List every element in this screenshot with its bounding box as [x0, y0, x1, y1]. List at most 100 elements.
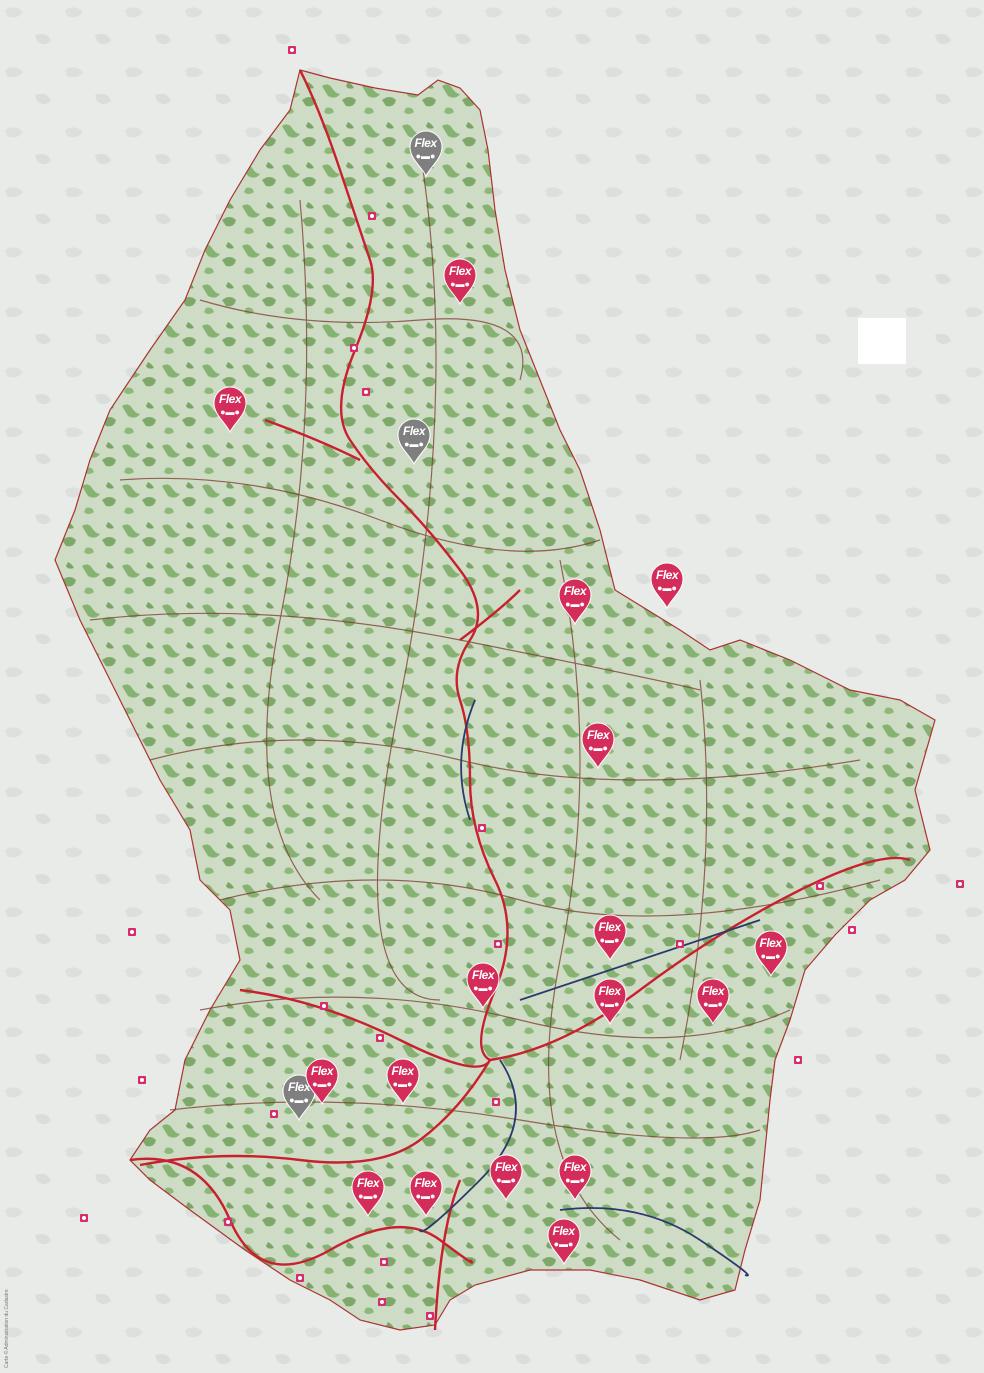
car-icon: ●▬●: [599, 935, 620, 945]
pin-label: Flex: [402, 424, 426, 438]
secondary-roads: [89, 149, 881, 1241]
road-marker-icon: [380, 1258, 388, 1266]
car-icon: ●▬●: [289, 1095, 309, 1105]
flex-station-pin-active[interactable]: Flex●▬●: [546, 1217, 582, 1266]
map-pin-icon: [385, 1058, 420, 1106]
car-icon: ●▬●: [450, 279, 470, 289]
pin-label: Flex: [448, 264, 472, 278]
map-pin-icon: [592, 978, 627, 1026]
car-icon: ●▬●: [565, 599, 585, 609]
car-icon: ●▬●: [760, 951, 781, 961]
map-pin-icon: [213, 386, 247, 434]
pin-label: Flex: [598, 984, 621, 998]
car-icon: ●▬●: [220, 407, 240, 417]
flex-station-pin-active[interactable]: Flex●▬●: [557, 1153, 593, 1202]
map-pin-icon: [592, 914, 627, 962]
flex-station-pin-active[interactable]: Flex●▬●: [442, 257, 478, 306]
car-icon: ●▬●: [599, 999, 620, 1009]
flex-station-pin-active[interactable]: Flex●▬●: [212, 385, 248, 434]
pin-label: Flex: [494, 1160, 518, 1174]
map-pin-icon: [282, 1074, 316, 1122]
map-pin-icon: [408, 130, 443, 178]
flex-station-pin-inactive[interactable]: Flex●▬●: [396, 417, 432, 466]
flex-station-pin-active[interactable]: Flex●▬●: [557, 577, 593, 626]
map-pin-icon: [558, 1154, 592, 1202]
road-marker-icon: [426, 1312, 434, 1320]
road-marker-icon: [320, 1002, 328, 1010]
pin-label: Flex: [310, 1064, 334, 1078]
road-marker-icon: [794, 1056, 802, 1064]
pin-label: Flex: [287, 1080, 311, 1094]
car-icon: ●▬●: [657, 583, 677, 593]
road-marker-icon: [138, 1076, 146, 1084]
car-icon: ●▬●: [473, 983, 493, 993]
pin-label: Flex: [759, 936, 782, 950]
flex-station-pin-active[interactable]: Flex●▬●: [408, 1169, 444, 1218]
pin-label: Flex: [563, 584, 587, 598]
road-marker-icon: [288, 46, 296, 54]
road-marker-icon: [350, 344, 358, 352]
map-pin-icon: [558, 578, 592, 626]
flex-station-pin-active[interactable]: Flex●▬●: [592, 977, 628, 1026]
map-pin-icon: [581, 722, 615, 770]
flex-station-pin-active[interactable]: Flex●▬●: [385, 1057, 421, 1106]
road-marker-icon: [816, 882, 824, 890]
map-pin-icon: [650, 562, 684, 610]
flex-station-pin-inactive[interactable]: Flex●▬●: [281, 1073, 317, 1122]
map-pin-icon: [408, 1170, 443, 1218]
map-pin-icon: [753, 930, 788, 978]
road-marker-icon: [478, 824, 486, 832]
flex-station-pin-active[interactable]: Flex●▬●: [304, 1057, 340, 1106]
pin-label: Flex: [356, 1176, 380, 1190]
road-marker-icon: [270, 1110, 278, 1118]
road-marker-icon: [848, 926, 856, 934]
car-icon: ●▬●: [404, 439, 424, 449]
flex-station-pin-active[interactable]: Flex●▬●: [465, 961, 501, 1010]
car-icon: ●▬●: [496, 1175, 516, 1185]
map-pin-icon: [466, 962, 500, 1010]
flex-station-pin-active[interactable]: Flex●▬●: [695, 977, 731, 1026]
flex-station-pin-inactive[interactable]: Flex●▬●: [408, 129, 444, 178]
car-icon: ●▬●: [312, 1079, 332, 1089]
car-icon: ●▬●: [703, 999, 723, 1009]
car-icon: ●▬●: [415, 151, 436, 161]
map-pin-icon: [351, 1170, 385, 1218]
map-credit: Carte © Administration du Cadastre: [4, 1289, 10, 1368]
pin-label: Flex: [701, 984, 725, 998]
road-marker-icon: [80, 1214, 88, 1222]
map-pin-icon: [443, 258, 477, 306]
road-marker-icon: [956, 880, 964, 888]
motorways: [419, 699, 761, 1277]
primary-roads: [129, 69, 911, 1331]
flex-station-pin-active[interactable]: Flex●▬●: [753, 929, 789, 978]
road-marker-icon: [128, 928, 136, 936]
road-marker-icon: [492, 1098, 500, 1106]
flex-station-pin-active[interactable]: Flex●▬●: [488, 1153, 524, 1202]
car-icon: ●▬●: [588, 743, 608, 753]
car-icon: ●▬●: [415, 1191, 436, 1201]
flex-station-pin-active[interactable]: Flex●▬●: [592, 913, 628, 962]
pin-label: Flex: [563, 1160, 587, 1174]
blank-legend-box: [858, 318, 906, 364]
pin-label: Flex: [586, 728, 610, 742]
flex-station-pin-active[interactable]: Flex●▬●: [580, 721, 616, 770]
car-icon: ●▬●: [553, 1239, 574, 1249]
road-marker-icon: [494, 940, 502, 948]
pin-label: Flex: [218, 392, 242, 406]
map-pin-icon: [489, 1154, 523, 1202]
flex-station-pin-active[interactable]: Flex●▬●: [350, 1169, 386, 1218]
pin-label: Flex: [552, 1224, 575, 1238]
road-marker-icon: [296, 1274, 304, 1282]
pin-label: Flex: [471, 968, 495, 982]
road-marker-icon: [362, 388, 370, 396]
map-pin-icon: [696, 978, 730, 1026]
map-pin-icon: [546, 1218, 581, 1266]
pin-label: Flex: [414, 136, 437, 150]
road-marker-icon: [676, 940, 684, 948]
road-marker-icon: [224, 1218, 232, 1226]
pin-label: Flex: [414, 1176, 437, 1190]
flex-station-pin-active[interactable]: Flex●▬●: [649, 561, 685, 610]
road-marker-icon: [378, 1298, 386, 1306]
pin-label: Flex: [391, 1064, 414, 1078]
